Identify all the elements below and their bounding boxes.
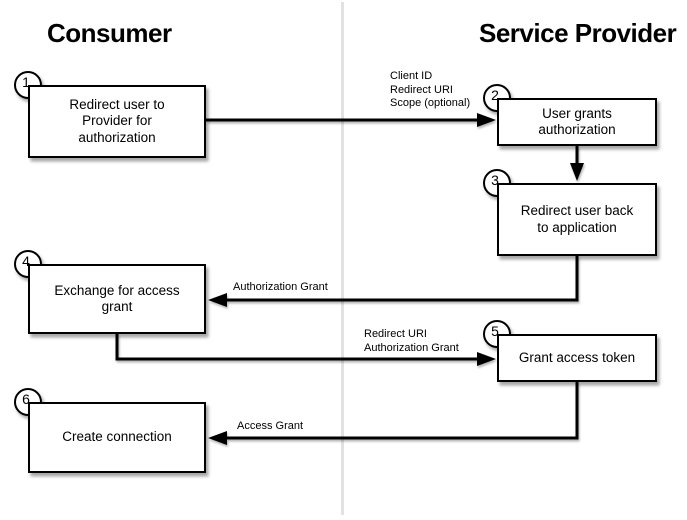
step-1-box: Redirect user to Provider for authorizat… (28, 85, 206, 158)
arrow-label-redirect-uri-authorization-grant: Redirect URI Authorization Grant (364, 328, 459, 354)
step-3-box: Redirect user back to application (497, 183, 657, 256)
lane-divider (341, 2, 344, 515)
connector-5-6 (226, 382, 579, 440)
step-4-number: 4 (22, 253, 30, 269)
arrow-label-authorization-grant: Authorization Grant (233, 281, 328, 293)
step-2-number: 2 (491, 87, 499, 103)
arrowhead-right-icon (477, 113, 496, 127)
arrow-label-access-grant: Access Grant (237, 420, 304, 432)
lane-heading-service-provider: Service Provider (479, 18, 677, 48)
step-4-box: Exchange for access grant (28, 264, 206, 334)
arrow-label-client-id-redirect-uri-scope: Client ID Redirect URI Scope (optional) (390, 70, 471, 109)
step-6-box: Create connection (28, 402, 206, 473)
step-5-number: 5 (491, 323, 499, 339)
step-2-box: User grants authorization (497, 98, 657, 146)
connector-3-4 (226, 256, 579, 302)
arrowhead-left-icon (208, 431, 227, 445)
arrowhead-right-icon (477, 352, 496, 366)
lane-heading-consumer: Consumer (47, 18, 172, 48)
step-1-number: 1 (22, 74, 30, 90)
arrowhead-down-icon (570, 163, 584, 181)
arrowhead-left-icon (208, 293, 227, 307)
step-5-box: Grant access token (497, 334, 657, 382)
connector-4-5 (115, 334, 479, 361)
step-3-number: 3 (491, 172, 499, 188)
step-6-number: 6 (22, 391, 30, 407)
